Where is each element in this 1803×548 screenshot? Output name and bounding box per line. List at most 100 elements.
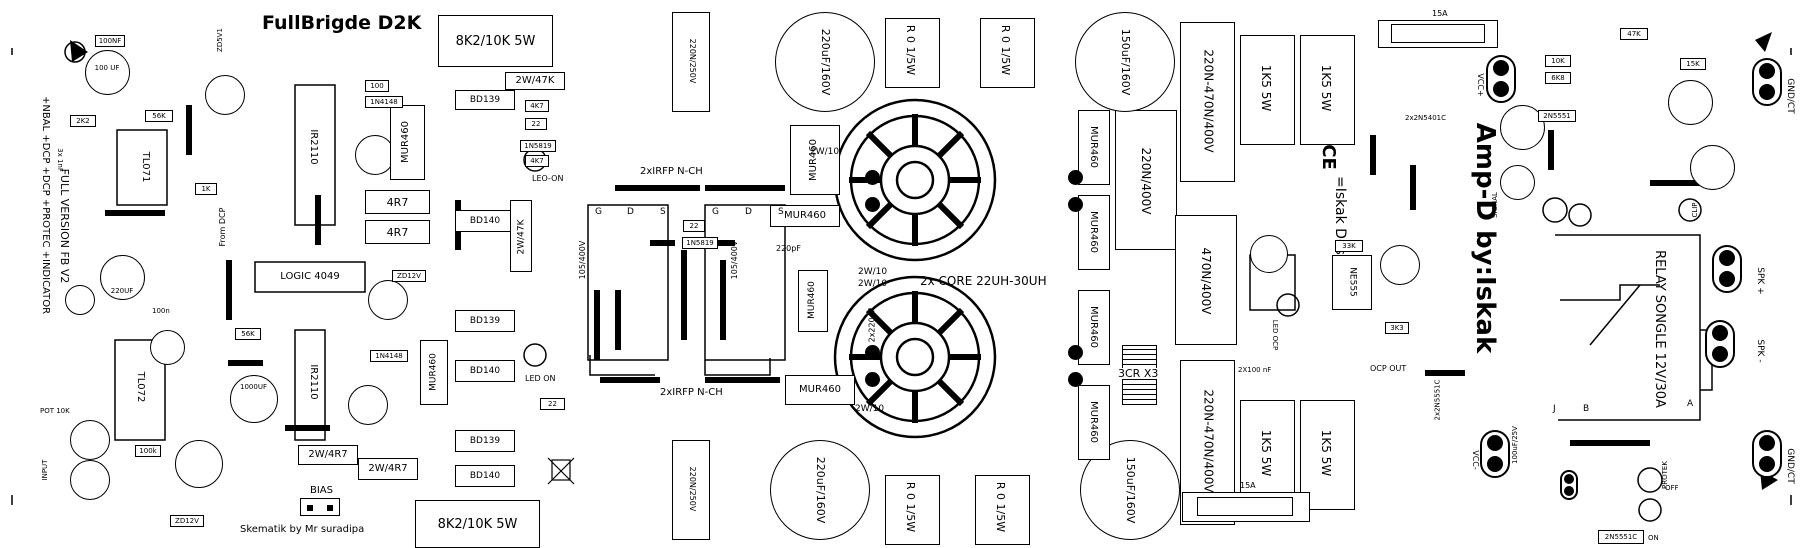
resistor-r01-b: R 0 1/5W	[980, 18, 1035, 88]
pot-label: POT 10K	[40, 407, 70, 415]
cap-220uf-160v-bottom: 220uF/160V	[770, 440, 870, 540]
resistor-4k7-a: 4K7	[525, 100, 549, 112]
cap-10uf	[1500, 165, 1535, 200]
resistor-2w47k-b: 2W/47K	[510, 200, 532, 272]
resistor-1k5-d: 1K5 5W	[1300, 400, 1355, 510]
cap-np33uf-a	[70, 460, 110, 500]
gnd-ct-bottom-label: GND/CT	[1785, 448, 1796, 484]
zener-12v-b: ZD12V	[170, 515, 204, 527]
resistor-r01-a: R 0 1/5W	[885, 18, 940, 88]
relay-pin-a: A	[1687, 399, 1694, 409]
cap-1000uf-a: 1000UF	[230, 375, 278, 423]
resistor-2w10-a: 2W/10	[810, 147, 840, 157]
cap-22uf	[205, 75, 245, 115]
resistor-33k: 33K	[1335, 240, 1363, 252]
diode-1n4148-a: 1N4148	[365, 96, 403, 108]
diode-mur460-c: MUR460	[798, 270, 828, 332]
resistor-1k5-a: 1K5 5W	[1240, 35, 1295, 145]
fuse-top-label: 15A	[1432, 9, 1448, 18]
resistor-15k: 15K	[1680, 58, 1706, 70]
led-ocp-label: LED OCP	[1271, 319, 1280, 351]
bias-jumper	[300, 498, 340, 516]
cap-100uf-f	[1690, 145, 1735, 190]
vcc-plus-label: VCC+	[1476, 73, 1485, 97]
from-dcp-label: From DCP	[218, 207, 227, 247]
pad	[865, 170, 880, 185]
pin-d1: D	[627, 207, 634, 217]
mosfet-label-bottom: 2xIRFP N-CH	[660, 387, 723, 398]
resistor-4k7-b: 4K7	[525, 155, 549, 167]
pad	[865, 372, 880, 387]
cap-100uf-b	[175, 440, 223, 488]
relay-pin-b: B	[1583, 404, 1590, 414]
resistor-2w10-c: 2W/10	[858, 279, 888, 289]
resistor-3k3: 3K3	[1385, 322, 1409, 334]
pin-g2: G	[712, 207, 719, 217]
pad	[1068, 372, 1083, 387]
weee-icon	[547, 457, 575, 485]
cap-np33uf-c	[65, 285, 95, 315]
resistor-47k: 47K	[1620, 28, 1648, 40]
mosfet-label-top: 2xIRFP N-CH	[640, 166, 703, 177]
diode-1n5819-a: 1N5819	[520, 140, 556, 152]
transistor-2x2n5551c: 2x2N5551C	[1433, 379, 1441, 421]
resistor-22-a: 22	[525, 118, 547, 130]
transistor-bd140-c: BD140	[455, 465, 515, 487]
cap-105-400v-b: 105/400V	[730, 240, 739, 280]
cap-100uf-a: 100 UF	[85, 50, 130, 95]
spk-minus-label: SPK -	[1755, 339, 1766, 363]
fuse-bottom-label: 15A	[1240, 481, 1256, 490]
diode-mur460-a: MUR460	[790, 125, 840, 195]
cap-220n-400v: 220N/400V	[1115, 110, 1177, 250]
terminal-vcc-plus	[1486, 55, 1516, 103]
transistor-bd140-a: BD140	[455, 210, 515, 232]
zener-5v1: ZD5V1	[215, 28, 224, 52]
input-label: INPUT	[40, 459, 49, 481]
pad	[1068, 170, 1083, 185]
cap-100nf: 100NF	[95, 35, 125, 47]
resistor-22-b: 22	[683, 220, 705, 232]
resistor-2k2: 2K2	[70, 115, 96, 127]
cap-3x1nf: 3x 1nF	[56, 148, 65, 172]
transistor-2n5551: 2N5551	[1538, 110, 1576, 122]
pad	[865, 197, 880, 212]
diode-1n5819-b: 1N5819	[682, 237, 718, 249]
resistor-6k8: 6K8	[1545, 72, 1571, 84]
cap-100uf-c	[355, 135, 395, 175]
cap-np23uf	[150, 330, 185, 365]
diode-mur460-j: MUR460	[420, 340, 448, 405]
pad	[1068, 197, 1083, 212]
resistor-2w10-d: 2W/10	[855, 404, 885, 414]
resistor-56k-b: 56K	[235, 328, 261, 340]
cap-220pf: 220pF	[776, 244, 801, 253]
connector-slot	[1560, 470, 1578, 500]
fuse-top	[1378, 20, 1498, 48]
resistor-8k2-bottom: 8K2/10K 5W	[415, 500, 540, 548]
ocp-out-label: OCP OUT	[1370, 364, 1407, 373]
cap-220n-470n-400v-top: 220N-470N/400V	[1180, 22, 1235, 182]
diode-1n4148-b: 1N4148	[370, 350, 408, 362]
off-label: OFF	[1665, 484, 1679, 492]
diode-mur460-b: MUR460	[770, 205, 840, 227]
resistor-10k: 10K	[1545, 55, 1571, 67]
transistor-bd139-b: BD139	[455, 310, 515, 332]
resistor-r01-d: R 0 1/5W	[975, 475, 1030, 545]
cap-150uf-160v-top: 150uF/160V	[1075, 12, 1175, 112]
credit-text: Skematik by Mr suradipa	[240, 524, 365, 535]
resistor-100: 100	[365, 80, 389, 92]
resistor-4r7-b: 4R7	[365, 220, 430, 244]
diode-mur460-i: MUR460	[390, 105, 425, 180]
pin-s1: S	[660, 207, 666, 217]
toroid-top	[833, 98, 997, 262]
resistor-100k: 100k	[135, 445, 161, 457]
cap-1000uf-b	[368, 280, 408, 320]
terminal-gnd-bottom	[1752, 430, 1782, 478]
fuse-bottom	[1182, 492, 1310, 522]
relay-pin-j: J	[1553, 404, 1556, 414]
cap-150uf	[1380, 245, 1420, 285]
ic-tl072: TL072	[135, 371, 146, 403]
ic-ne555: NE555	[1332, 255, 1372, 310]
resistor-1k: 1K	[195, 183, 217, 195]
spk-plus-label: SPK +	[1755, 267, 1766, 295]
resistor-4r7-a: 4R7	[365, 190, 430, 214]
